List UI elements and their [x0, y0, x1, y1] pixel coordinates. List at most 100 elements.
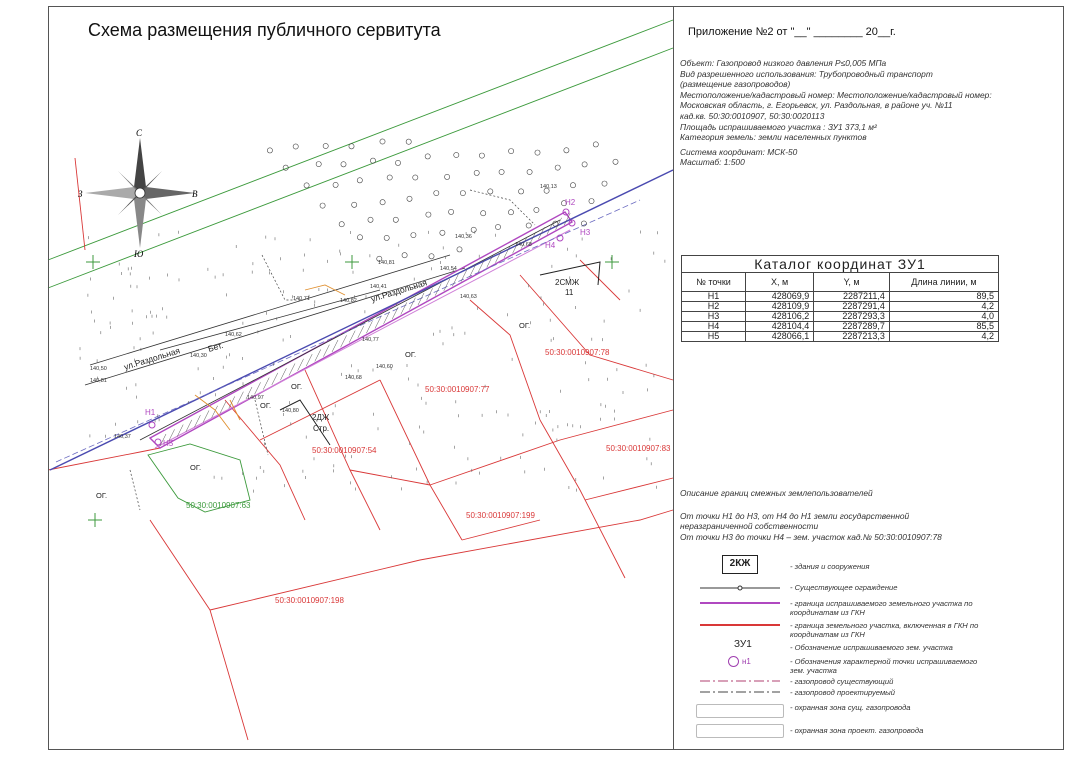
- legend-item: - газопровод проектируемый: [790, 688, 895, 697]
- tree-marker: [338, 221, 345, 228]
- elevation-label: 140,81: [90, 378, 107, 384]
- tree-marker: [459, 190, 466, 196]
- tree-marker: [332, 181, 339, 188]
- tree-marker: [487, 188, 494, 195]
- neighbors-title: Описание границ смежных землепользовател…: [680, 488, 873, 498]
- tree-marker: [386, 174, 393, 181]
- hatch-mark: [211, 405, 218, 418]
- info-line: Масштаб: 1:500: [680, 157, 745, 168]
- info-line: кад.кв. 50:30:0010907, 50:30:0020113: [680, 110, 825, 121]
- parcel-label-83: 50:30:0010907:83: [606, 444, 671, 453]
- tree-marker: [561, 200, 567, 207]
- tree-marker: [518, 188, 524, 195]
- catalog-header: X, м: [745, 272, 815, 292]
- hatch-mark: [434, 283, 442, 296]
- tree-marker: [525, 222, 532, 229]
- hatch-mark: [254, 382, 261, 395]
- hatch-mark: [297, 358, 304, 371]
- red-road-line: [74, 157, 86, 251]
- tree-marker: [322, 143, 329, 149]
- hatch-mark: [383, 311, 390, 324]
- hatching: [159, 212, 571, 447]
- neighbors-line: неразграниченной собственности: [680, 521, 819, 531]
- tree-marker: [588, 198, 595, 204]
- elevation-label: 140,77: [362, 337, 379, 343]
- elevation-label: 140,41: [370, 284, 387, 290]
- tree-marker: [370, 157, 376, 164]
- hatch-mark: [503, 245, 511, 259]
- og-label: ОГ.: [190, 463, 201, 472]
- tree-marker: [448, 208, 454, 215]
- info-line: (размещение газопроводов): [680, 79, 791, 90]
- hatch-mark: [366, 321, 373, 334]
- hatch-mark: [348, 330, 356, 343]
- info-line: Московская область, г. Егорьевск, ул. Ра…: [680, 100, 953, 111]
- tree-marker: [392, 216, 399, 223]
- elevation-label: 140,13: [540, 184, 557, 190]
- tree-marker: [424, 153, 431, 160]
- tree-marker: [395, 159, 401, 166]
- tree-marker: [425, 211, 432, 218]
- hatch-mark: [452, 274, 459, 287]
- tree-marker: [428, 253, 435, 260]
- info-line: Система координат: МСК-50: [680, 146, 798, 157]
- tree-marker: [552, 220, 559, 227]
- tree-marker: [612, 158, 619, 165]
- tree-marker: [282, 164, 289, 171]
- hatch-mark: [340, 335, 347, 348]
- tree-marker: [357, 234, 363, 241]
- tree-marker: [508, 209, 514, 216]
- hatch-mark: [409, 297, 416, 310]
- hatch-mark: [202, 410, 210, 423]
- tree-marker: [401, 252, 408, 259]
- hatch-mark: [176, 424, 184, 437]
- elevation-label: 140,63: [460, 294, 477, 300]
- legend-item: - газопровод существующий: [790, 677, 894, 686]
- elevation-label: 140,68: [345, 375, 362, 381]
- building-label-11: 11: [565, 288, 574, 297]
- elevation-label: 140,37: [114, 434, 131, 440]
- tree-marker: [379, 138, 386, 145]
- hatch-mark: [512, 241, 519, 254]
- tree-marker: [554, 164, 561, 171]
- legend-item: - здания и сооружения: [790, 562, 870, 571]
- point-marker-h4: [556, 234, 564, 242]
- legend-item: - Обозначение испрашиваемого зем. участк…: [790, 643, 953, 652]
- og-label: ОГ.: [519, 321, 530, 330]
- hatch-mark: [331, 339, 339, 353]
- compass-rose: [85, 138, 195, 248]
- og-label: ОГ.: [405, 350, 416, 359]
- table-row: Н1 428069,9 2287211,4 89,5: [680, 291, 1000, 302]
- hatch-mark: [288, 363, 296, 376]
- tree-marker: [356, 177, 363, 184]
- table-row: Н2 428109,9 2287291,4 4,2: [680, 301, 1000, 312]
- hatch-mark: [443, 278, 451, 292]
- gas-pipe-project: [55, 199, 641, 463]
- drawing-frame: [48, 6, 1064, 750]
- info-line: Площадь испрашиваемого участка : ЗУ1 373…: [680, 121, 877, 132]
- elevation-label: 140,36: [455, 234, 472, 240]
- compass-west: З: [78, 189, 83, 199]
- elevation-label: 140,71: [293, 296, 310, 302]
- tree-marker: [379, 199, 386, 206]
- catalog-caption: Каталог координат ЗУ1: [681, 255, 999, 273]
- gas-pipe-existing: [49, 169, 674, 471]
- og-label: ОГ.: [260, 401, 271, 410]
- legend-zone-existing-symbol: [696, 704, 784, 718]
- hatch-mark: [520, 236, 528, 249]
- legend-item: - граница испрашиваемого земельного учас…: [790, 599, 973, 617]
- parcel-label-198: 50:30:0010907:198: [275, 596, 345, 605]
- tree-marker: [292, 143, 299, 150]
- tree-marker: [410, 232, 417, 238]
- legend-zone-project-symbol: [696, 724, 784, 738]
- tree-marker: [478, 152, 485, 159]
- building-label-str: Стр.: [313, 424, 329, 433]
- orange-lines: [194, 284, 346, 431]
- table-row: Н5 428066,1 2287213,3 4,2: [680, 331, 1000, 342]
- tree-marker: [412, 174, 419, 181]
- hatch-mark: [538, 227, 545, 240]
- point-marker-h5: [154, 438, 162, 446]
- elevation-label: 140,68: [515, 242, 532, 248]
- info-line: Местоположение/кадастровый номер: Местоп…: [680, 89, 992, 100]
- catalog-header: Y, м: [813, 272, 890, 292]
